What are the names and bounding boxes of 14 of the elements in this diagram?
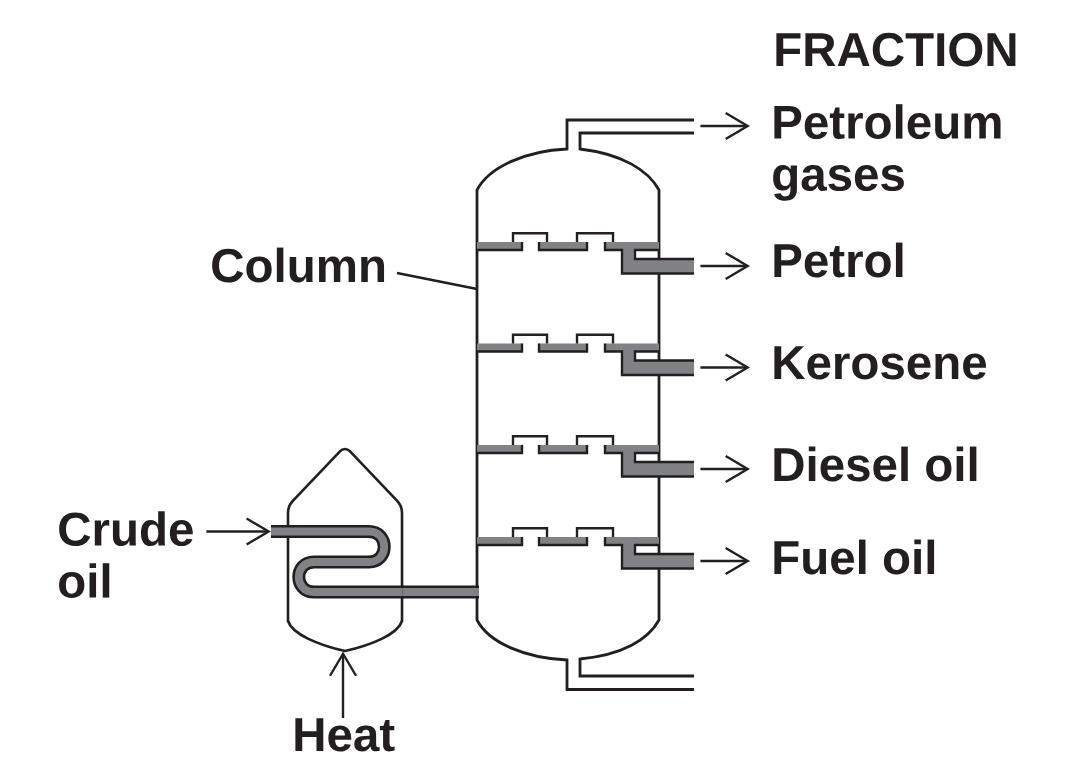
fraction-label: Petrol — [774, 242, 903, 278]
pipe — [402, 585, 479, 599]
fraction-label: Fuel oil — [774, 539, 935, 575]
arrow — [328, 651, 358, 719]
input-label: Heat — [295, 718, 395, 752]
input-label: Crude oil — [59, 511, 193, 599]
part-label: Column — [212, 247, 385, 283]
fraction-label: Petroleum gases — [773, 104, 1001, 201]
fraction-label: Diesel oil — [774, 446, 977, 482]
heading: FRACTION — [776, 32, 1016, 67]
fraction-label: Kerosene — [774, 346, 987, 380]
leader-line — [396, 271, 478, 291]
arrow — [206, 517, 271, 546]
furnace — [271, 448, 404, 653]
